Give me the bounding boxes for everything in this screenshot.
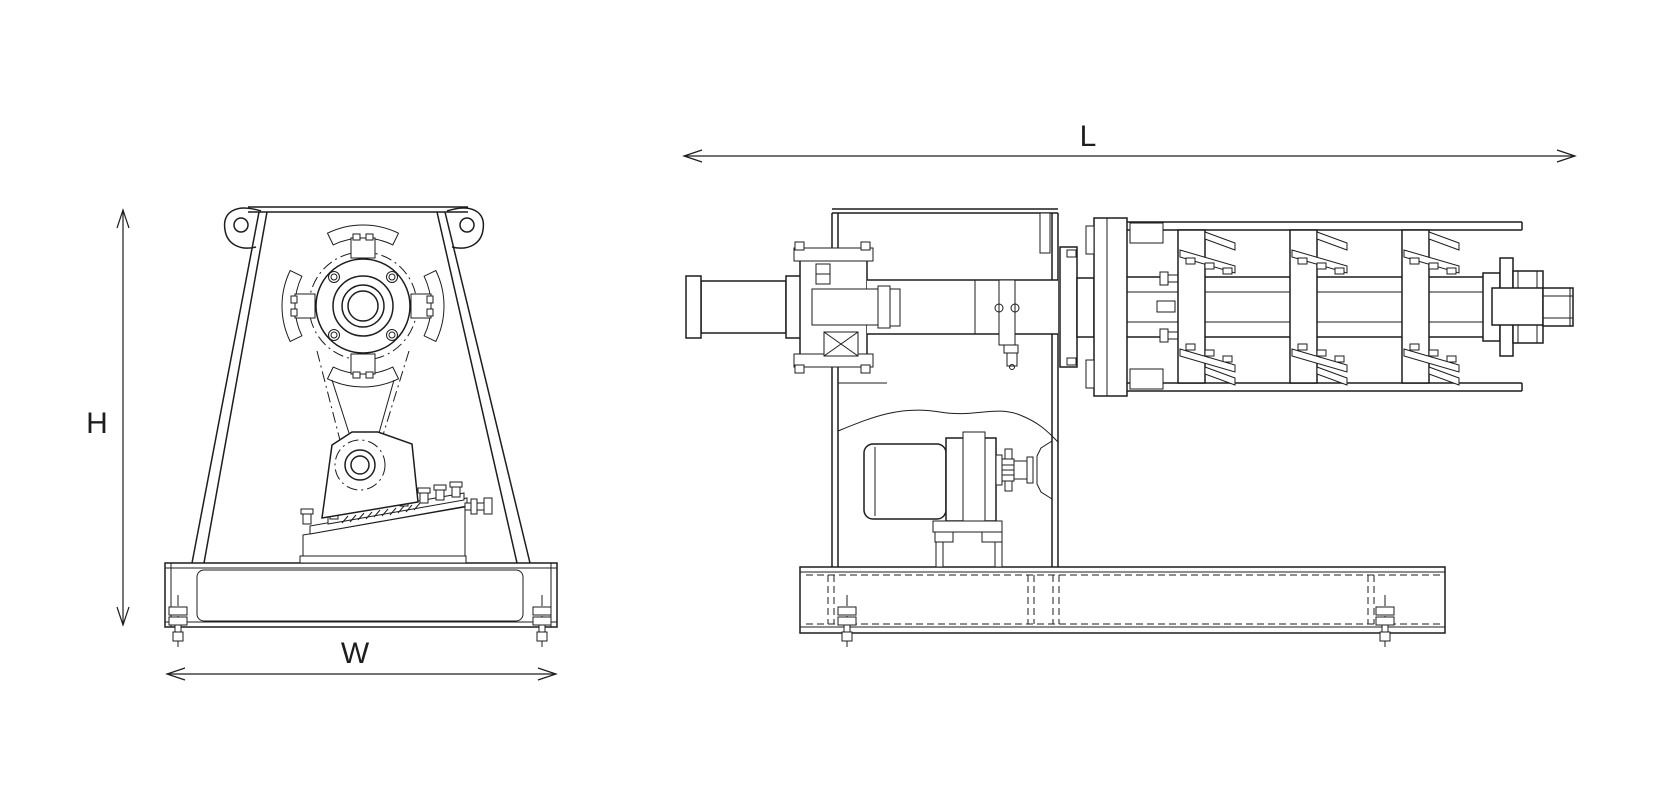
- bearing-section: [823, 331, 859, 357]
- main-shaft: [811, 279, 1058, 370]
- wall-cutout: [1036, 440, 1053, 500]
- expansion-screw-end: [1482, 257, 1574, 357]
- front-view: H W: [86, 206, 558, 681]
- pulley-bracket: [321, 431, 419, 519]
- motor-mount-tilted: [299, 481, 493, 564]
- shaft-bracket: [994, 279, 1020, 370]
- hub-bolts: [1159, 271, 1182, 343]
- hanging-tab: [1039, 212, 1051, 254]
- end-nut: [1542, 287, 1574, 327]
- side-view: L: [682, 120, 1577, 648]
- base-stiffeners: [827, 575, 1375, 624]
- drive-motor: [863, 431, 1034, 568]
- mandrel-hub-front: [281, 224, 445, 388]
- adjusting-screw: [464, 497, 493, 515]
- drive-belt: [316, 350, 410, 449]
- width-label: W: [341, 637, 370, 670]
- mandrel-segments: [1177, 229, 1460, 386]
- dimension-height: H: [86, 208, 130, 627]
- flange-bolts: [328, 271, 398, 341]
- dimension-width: W: [165, 637, 558, 681]
- lifting-lug-left: [223, 207, 262, 249]
- mandrel-flange: [1059, 217, 1128, 397]
- dimension-length: L: [682, 120, 1577, 163]
- frame: [191, 206, 531, 564]
- shaft-key: [1156, 300, 1176, 313]
- pulley-pitch-circle: [334, 439, 386, 491]
- output-coupling: [1001, 448, 1034, 492]
- hatch-strip: [341, 502, 421, 524]
- expansion-cylinder: [685, 275, 804, 339]
- motor-stand: [932, 520, 1003, 568]
- height-label: H: [86, 407, 108, 440]
- side-base-beam: [799, 566, 1446, 634]
- length-label: L: [1080, 120, 1097, 153]
- front-base-beam: [164, 562, 558, 628]
- hub-keys: [290, 233, 434, 379]
- lifting-lug-right: [446, 207, 485, 249]
- break-line: [837, 409, 1059, 443]
